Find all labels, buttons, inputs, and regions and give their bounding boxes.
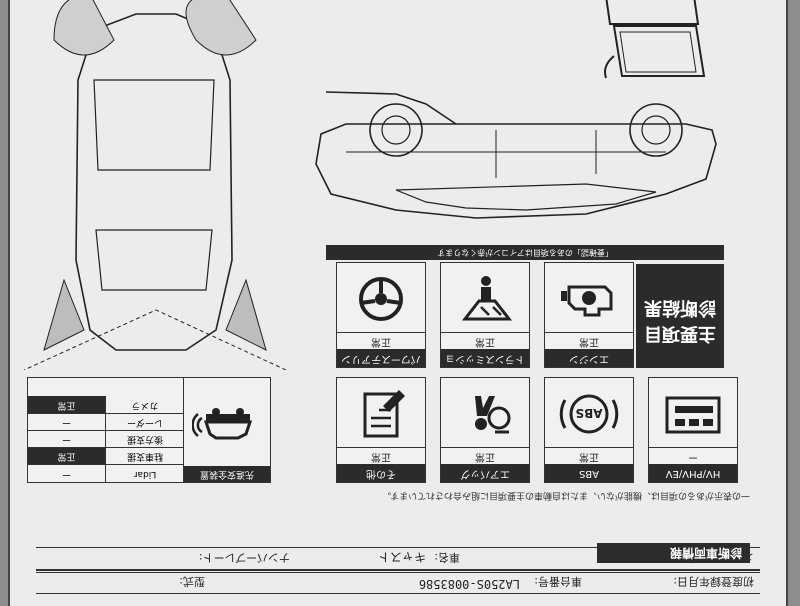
category-label: その他	[337, 464, 425, 482]
category-status: 正常	[441, 447, 529, 464]
header-row-1: 初度登録年月日: 車台番号: LA250S-0083586 型式:	[36, 572, 760, 594]
vin-value: LA250S-0083586	[418, 577, 520, 591]
car-top-view-diagram	[23, 0, 287, 371]
adas-row: レーダー ー	[28, 413, 184, 431]
model-label: 型式:	[179, 575, 205, 588]
result-line-1: 主要項目	[644, 323, 716, 344]
adas-row: カメラ 正常	[28, 396, 184, 414]
category-label: エンジン	[545, 349, 633, 367]
name-value: キャスト	[377, 550, 426, 564]
initial-reg-label: 初度登録年月日:	[673, 575, 754, 588]
name-label: 車名:	[434, 551, 460, 564]
note-text: 一の表示があるの項目は、機能がない、または自動車の主要項目に組み合わされています…	[382, 490, 750, 500]
adas-row-value: 正常	[28, 447, 105, 464]
category-label: エアバッグ	[441, 464, 529, 482]
airbag-icon	[455, 386, 515, 440]
category-other: その他 正常	[336, 377, 426, 483]
svg-text:ABS: ABS	[575, 406, 602, 420]
category-status: 正常	[337, 447, 425, 464]
category-label: HV/PHV/EV	[649, 464, 737, 482]
adas-table: 先進安全装置 Lidar ー 駐車支援 正常 後方支援 ー	[27, 377, 271, 483]
plate-label: ナンバープレート:	[198, 551, 290, 564]
hv-battery-icon	[663, 386, 723, 440]
adas-row-name: 後方支援	[105, 430, 184, 447]
abs-icon: ABS	[559, 386, 619, 440]
adas-row-name: レーダー	[105, 413, 184, 430]
alert-note-strip: 「要確認」のある項目はアイコンが赤くなります	[326, 245, 724, 260]
category-status: 正常	[545, 447, 633, 464]
transmission-icon	[455, 271, 515, 325]
steering-wheel-icon	[351, 271, 411, 325]
category-power-steering: パワーステアリング 正常	[336, 262, 426, 368]
adas-row-value: ー	[62, 469, 72, 479]
adas-title: 先進安全装置	[184, 466, 270, 482]
adas-row-name: Lidar	[105, 465, 184, 482]
car-side-view-diagram	[306, 84, 726, 234]
engine-icon	[559, 271, 619, 325]
category-abs: ABS 正常 ABS	[544, 377, 634, 483]
category-status: ー	[649, 447, 737, 464]
adas-row: Lidar ー	[28, 465, 184, 482]
category-status: 正常	[441, 332, 529, 349]
adas-row-name: 駐車支援	[105, 447, 184, 464]
category-hv: HV/PHV/EV ー	[648, 377, 738, 483]
category-status: 正常	[337, 332, 425, 349]
category-transmission: トランスミッション 正常	[440, 262, 530, 368]
adas-car-sensor-icon	[191, 404, 256, 452]
adas-row: 後方支援 ー	[28, 430, 184, 448]
adas-row: 駐車支援 正常	[28, 447, 184, 465]
adas-row-value: ー	[62, 434, 72, 444]
adas-row-value: ー	[62, 417, 72, 427]
category-status: 正常	[545, 332, 633, 349]
section-title: 診断車両情報	[597, 543, 750, 563]
adas-row-name: カメラ	[105, 396, 184, 413]
document-sheet: 初度登録年月日: 車台番号: LA250S-0083586 型式: メーカー: …	[8, 0, 788, 606]
category-engine: エンジン 正常	[544, 262, 634, 368]
result-line-2: 診断結果	[644, 297, 716, 318]
other-system-icon	[351, 386, 411, 440]
category-airbag: エアバッグ 正常	[440, 377, 530, 483]
category-label: パワーステアリング	[337, 335, 425, 367]
adas-row-value: 正常	[28, 396, 105, 413]
vin-label: 車台番号:	[534, 575, 582, 588]
header-divider	[36, 569, 760, 571]
category-label: ABS	[545, 464, 633, 482]
category-label: トランスミッション	[441, 335, 529, 367]
main-result-box: 主要項目 診断結果	[636, 264, 724, 368]
diagnostic-scanner-icon	[602, 0, 714, 86]
